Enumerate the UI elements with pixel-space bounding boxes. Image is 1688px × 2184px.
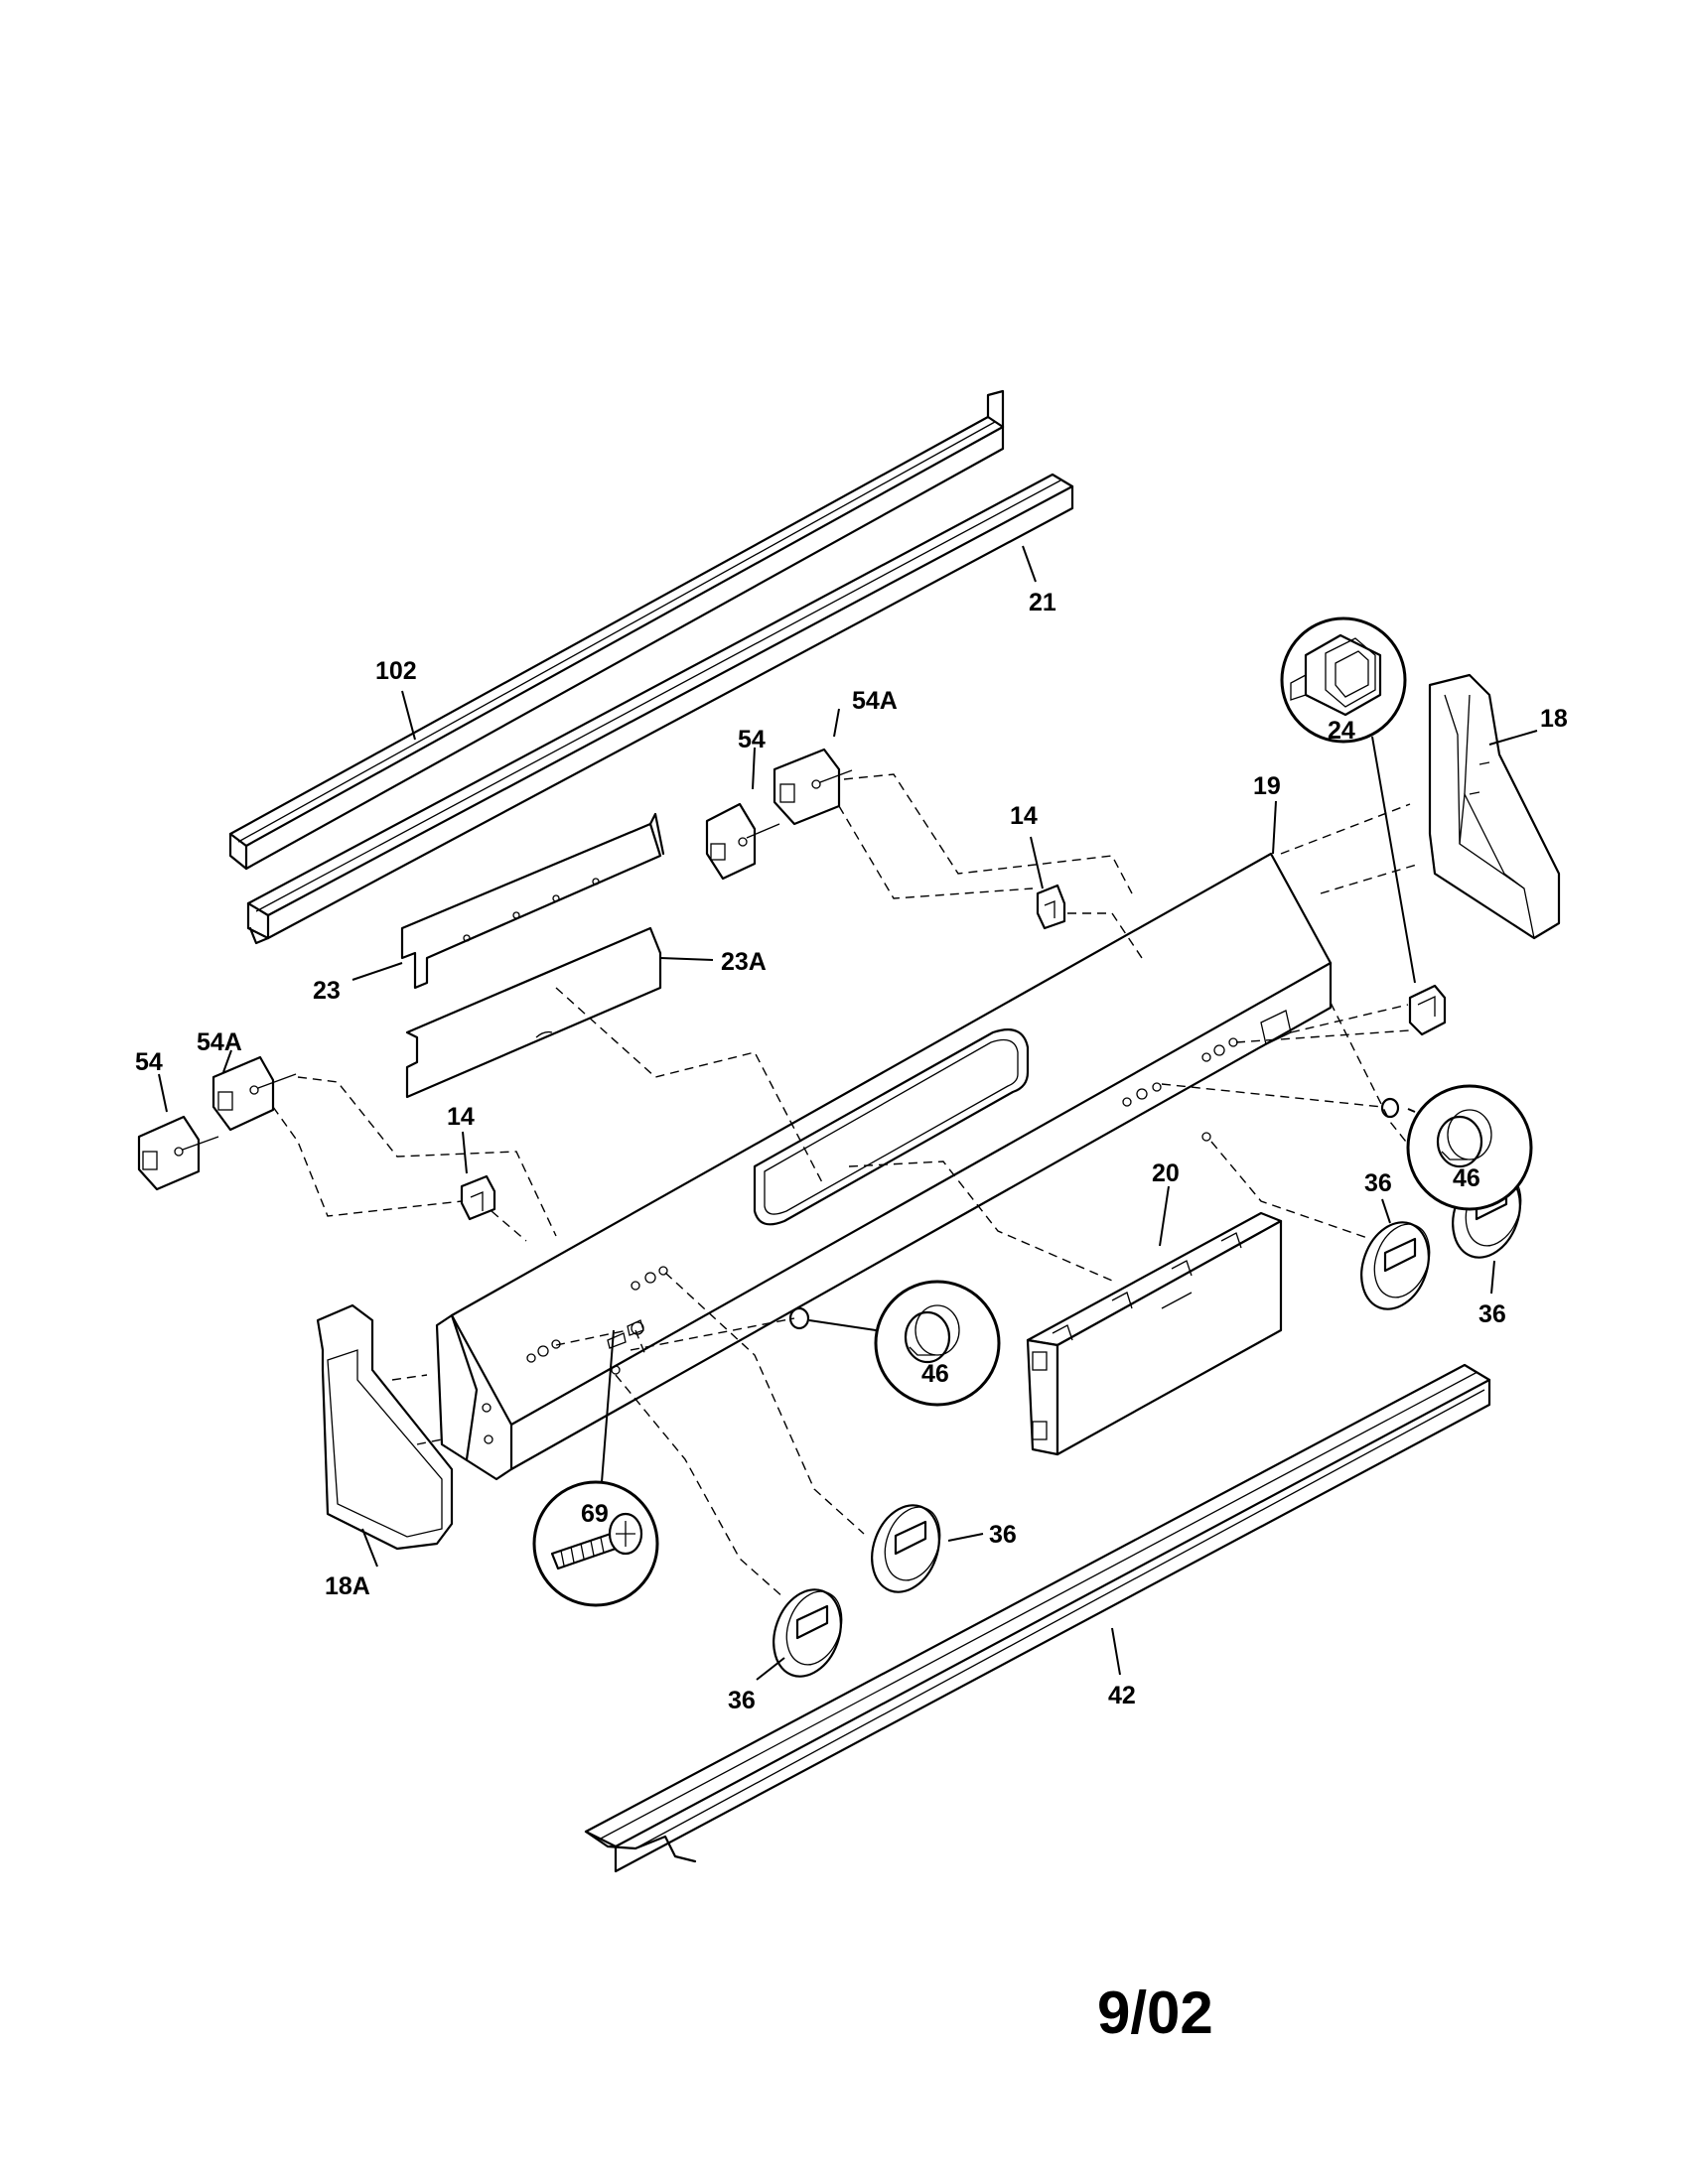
- part-labels: 102 21 54A 54 14 19 24 18 23 23A 54A 54 …: [135, 589, 1568, 1714]
- part-36-knob-center-1: [871, 1504, 941, 1593]
- label-46-mid: 46: [921, 1360, 949, 1388]
- label-24: 24: [1328, 717, 1355, 745]
- part-54-switch-top: [705, 802, 780, 881]
- label-14-top: 14: [1010, 802, 1038, 830]
- label-54a-top: 54A: [852, 687, 898, 715]
- label-42: 42: [1108, 1682, 1136, 1709]
- part-21-channel-rail: [246, 473, 1074, 945]
- part-36-knob-right-1: [1360, 1221, 1431, 1310]
- part-20-control-board: [1026, 1211, 1283, 1456]
- date-stamp: 9/02: [1097, 1979, 1213, 2046]
- label-18: 18: [1540, 705, 1568, 733]
- label-36-right-1: 36: [1364, 1169, 1392, 1197]
- part-23a-bracket: [405, 926, 662, 1099]
- part-19-control-panel: [435, 852, 1333, 1481]
- part-36-knob-center-2: [773, 1588, 843, 1678]
- part-23-bracket: [400, 812, 665, 990]
- label-20: 20: [1152, 1160, 1180, 1187]
- label-46-right: 46: [1453, 1164, 1480, 1192]
- assembly-lines: [272, 773, 1451, 1599]
- part-46-stud-small-mid: [788, 1306, 810, 1330]
- part-54-switch-left: [137, 1115, 219, 1191]
- label-21: 21: [1029, 589, 1056, 616]
- callout-24-rocker-switch: [1280, 616, 1416, 984]
- label-23: 23: [313, 977, 341, 1005]
- label-102: 102: [375, 657, 417, 685]
- label-69: 69: [581, 1500, 609, 1528]
- label-18a: 18A: [325, 1572, 370, 1600]
- label-23a: 23A: [721, 948, 767, 976]
- part-54a-switch-top: [773, 748, 853, 826]
- label-54-top: 54: [738, 726, 766, 753]
- part-24-rocker-switch-small: [1408, 984, 1447, 1036]
- part-18-right-end-cap: [1428, 673, 1561, 940]
- label-36-center-2: 36: [728, 1687, 756, 1714]
- part-18a-left-end-cap: [316, 1303, 454, 1551]
- part-42-bottom-rail: [584, 1363, 1491, 1873]
- label-54-left: 54: [135, 1048, 163, 1076]
- part-14-clip-top: [1036, 884, 1066, 930]
- label-leaders: [158, 545, 1538, 1681]
- label-36-center-1: 36: [989, 1521, 1017, 1549]
- label-14-left: 14: [447, 1103, 475, 1131]
- callout-46-knob-stud-right: [1406, 1084, 1533, 1211]
- callout-46-knob-stud-mid: [808, 1280, 1001, 1407]
- label-36-right-2: 36: [1478, 1300, 1506, 1328]
- label-54a-left: 54A: [197, 1028, 242, 1056]
- part-54a-switch-left: [211, 1055, 297, 1132]
- callout-69-screw: [532, 1329, 659, 1607]
- label-19: 19: [1253, 772, 1281, 800]
- part-102-trim-rail: [228, 389, 1005, 871]
- part-46-stud-small-right: [1380, 1097, 1400, 1119]
- part-14-clip-left: [460, 1174, 496, 1221]
